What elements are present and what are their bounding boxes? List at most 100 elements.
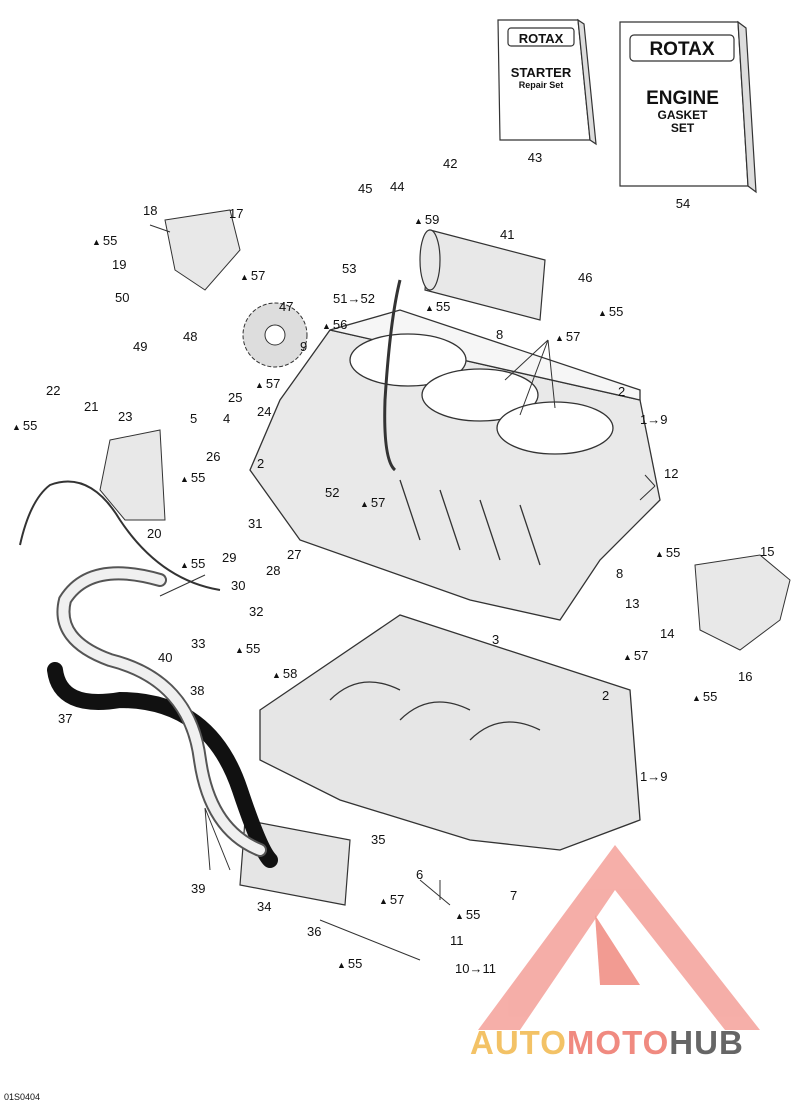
callout-c50: 50	[115, 290, 130, 305]
callout-c12: 12	[664, 466, 679, 481]
callout-c55f: 55	[180, 557, 205, 570]
callout-c23: 23	[118, 409, 133, 424]
callout-c8b: 8	[616, 566, 624, 581]
wiring-harness	[19, 480, 221, 591]
callout-c20: 20	[147, 526, 162, 541]
watermark-part2: MOTO	[566, 1024, 670, 1061]
callout-c55h: 55	[235, 642, 260, 655]
starter-motor	[419, 229, 546, 321]
callout-c11: 11	[450, 933, 464, 948]
callout-c55b: 55	[598, 305, 623, 318]
drive-gear	[242, 302, 308, 368]
callout-c56: 56	[322, 318, 347, 331]
callout-c2a: 2	[618, 384, 626, 399]
callout-c57b: 57	[240, 269, 265, 282]
callout-c35: 35	[371, 832, 386, 847]
callout-c8a: 8	[496, 327, 504, 342]
callout-c55d: 55	[12, 419, 37, 432]
callout-c17: 17	[229, 206, 244, 221]
callout-c28: 28	[266, 563, 281, 578]
callout-c2b: 2	[257, 456, 265, 471]
callout-c41: 41	[500, 227, 515, 242]
callout-c44: 44	[390, 179, 405, 194]
callout-c26: 26	[206, 449, 221, 464]
callout-c14: 14	[660, 626, 675, 641]
callout-c57f: 57	[379, 893, 404, 906]
callout-c47: 47	[279, 299, 294, 314]
callout-c58: 58	[272, 667, 297, 680]
callout-c57a: 57	[555, 330, 580, 343]
callout-c6: 6	[416, 867, 424, 882]
dipstick	[383, 279, 402, 472]
callout-c53: 53	[342, 261, 357, 276]
watermark-part3: HUB	[669, 1024, 744, 1061]
callout-c30: 30	[231, 578, 246, 593]
callout-c57e: 57	[623, 649, 648, 662]
callout-c25: 25	[228, 390, 243, 405]
callout-c16: 16	[738, 669, 753, 684]
callout-c55c: 55	[92, 234, 117, 247]
callout-c31: 31	[248, 516, 263, 531]
callout-c21: 21	[84, 399, 99, 414]
callout-c59: 59	[414, 213, 439, 226]
callout-c2c: 2	[602, 688, 610, 703]
callout-c48: 48	[183, 329, 198, 344]
callout-c29: 29	[222, 550, 237, 565]
callout-c39: 39	[191, 881, 206, 896]
figure-code: 01S0404	[4, 1092, 41, 1102]
starter-repair-set-package	[497, 18, 597, 146]
gasket-package-brand: ROTAX	[649, 39, 715, 60]
callout-c52: 52	[325, 485, 340, 500]
callout-c19: 19	[112, 257, 127, 272]
callout-c37: 37	[58, 711, 73, 726]
gasket-package-ref: 54	[675, 196, 691, 211]
callout-c19a: 1→9	[640, 412, 668, 427]
callout-c36: 36	[307, 924, 322, 939]
callout-c55a: 55	[425, 300, 450, 313]
callout-c40: 40	[158, 650, 173, 665]
starter-package-title: STARTER	[510, 65, 572, 80]
gasket-package-subtitle: GASKET	[657, 108, 708, 122]
watermark-logo	[478, 845, 760, 1030]
callout-c3: 3	[492, 632, 500, 647]
callout-c46: 46	[578, 270, 593, 285]
callout-c38: 38	[190, 683, 205, 698]
callout-c57c: 57	[255, 377, 280, 390]
callout-c13: 13	[625, 596, 640, 611]
starter-package-ref: 43	[527, 150, 543, 165]
callout-c7: 7	[510, 888, 518, 903]
gasket-package-title: ENGINE	[646, 88, 719, 109]
callout-c1011: 10→11	[455, 961, 496, 976]
callout-c55g: 55	[655, 546, 680, 559]
callout-c27: 27	[287, 547, 302, 562]
watermark-text: AUTOMOTOHUB	[470, 1024, 744, 1062]
watermark-part1: AUTO	[470, 1024, 567, 1061]
callout-c55k: 55	[337, 957, 362, 970]
starter-package-brand: ROTAX	[518, 31, 564, 46]
gasket-package-subtitle2: SET	[670, 121, 695, 135]
leader-lines	[149, 224, 656, 961]
callout-c42: 42	[443, 156, 458, 171]
lower-crankcase	[259, 614, 641, 851]
callout-c5: 5	[190, 411, 198, 426]
callout-c49: 49	[133, 339, 148, 354]
callout-c19b: 1→9	[640, 769, 668, 784]
callout-c55i: 55	[692, 690, 717, 703]
callout-c45: 45	[358, 181, 373, 196]
callout-c24: 24	[257, 404, 272, 419]
engine-gasket-set-package	[619, 20, 757, 194]
callout-c4: 4	[223, 411, 231, 426]
upper-crankcase	[249, 309, 661, 621]
starter-package-subtitle: Repair Set	[518, 80, 564, 90]
callout-c34: 34	[257, 899, 272, 914]
callout-c51: 51→52	[333, 291, 375, 306]
callout-c18: 18	[143, 203, 158, 218]
callout-c55e: 55	[180, 471, 205, 484]
callout-c57d: 57	[360, 496, 385, 509]
callout-c15: 15	[760, 544, 775, 559]
engine-bracket	[99, 209, 791, 651]
callout-c33: 33	[191, 636, 206, 651]
callout-c55j: 55	[455, 908, 480, 921]
callout-c9: 9	[300, 339, 308, 354]
